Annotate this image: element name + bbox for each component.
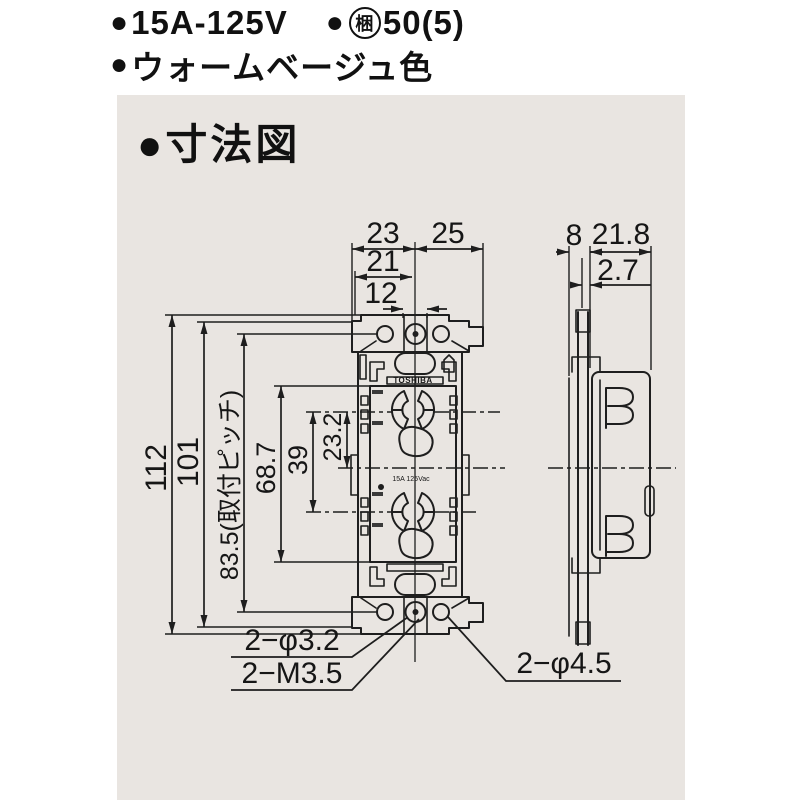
panel-title-text: 寸法図 (165, 121, 301, 168)
dim-2-7: 2.7 (597, 254, 639, 287)
side-view-dimensions: 8 21.8 2.7 (556, 218, 652, 376)
body-wing-left (350, 454, 359, 496)
dim-8: 8 (566, 219, 583, 252)
top-slot-left (359, 354, 367, 380)
dim-68-7: 68.7 (251, 442, 281, 495)
top-screw-slot (403, 315, 428, 353)
side-body-rear-tab (644, 485, 655, 517)
packing-circle-icon: 梱 (348, 7, 381, 39)
top-bracket-left (369, 361, 385, 382)
side-pedestal-bottom (571, 557, 601, 574)
bottom-screw-center (412, 609, 419, 615)
top-screw (404, 323, 427, 345)
dim-21: 21 (366, 245, 399, 278)
dim-23-2: 23.2 (319, 413, 347, 462)
side-strap (577, 311, 589, 646)
brand-text: TOSHIBA (393, 376, 432, 385)
dim-21-8: 21.8 (592, 218, 650, 251)
side-body (591, 371, 651, 559)
side-view (548, 309, 676, 646)
leader-phi45 (447, 616, 621, 682)
dim-112: 112 (140, 444, 173, 492)
body-wing-right (461, 454, 470, 496)
face-rating-text: 15A 125Vac (392, 476, 430, 483)
wire-clamp (605, 387, 634, 429)
label-m3-5: 2−M3.5 (242, 657, 343, 690)
front-view-dimensions: 23 25 21 12 112 101 83.5(取付ピッチ) 68.7 39 … (140, 217, 621, 691)
dim-23: 23 (366, 217, 399, 250)
bullet-icon: ● (325, 6, 345, 39)
side-strap-bottom-tab (575, 621, 591, 645)
color-name-text: ウォームベージュ色 (131, 49, 434, 86)
side-pedestal-top (571, 356, 601, 373)
top-ledge (386, 376, 444, 385)
bottom-bracket-left (369, 566, 385, 587)
rating-text: 15A-125V (131, 4, 288, 41)
dimension-drawing: TOSHIBA 15A 125Vac 23 2 (140, 217, 676, 691)
bottom-mounting-strap (351, 596, 484, 635)
twist-lock-outlet (372, 390, 435, 458)
spec-line-color: ●ウォームベージュ色 (110, 44, 465, 86)
top-mounting-strap (351, 314, 484, 353)
top-bracket-right (441, 361, 457, 382)
face-plate (369, 385, 457, 563)
label-phi4-5: 2−φ4.5 (516, 647, 611, 680)
bullet-icon: ● (137, 121, 166, 168)
top-screw-center (412, 331, 419, 337)
top-strap-hole-left (376, 325, 394, 343)
face-dot-mark (378, 484, 384, 490)
packing-quantity: 50(5) (382, 4, 465, 41)
leader-m35 (231, 618, 420, 691)
dim-83-5-pitch: 83.5(取付ピッチ) (216, 390, 244, 580)
bottom-ledge (386, 563, 444, 572)
label-phi3-2: 2−φ3.2 (244, 624, 339, 657)
bottom-strap-hole-left (376, 603, 394, 621)
top-keyhole (443, 354, 455, 373)
dim-25: 25 (431, 217, 464, 250)
bottom-strap-hole-right (432, 603, 450, 621)
face-mark (372, 390, 383, 394)
dim-101: 101 (172, 437, 205, 487)
top-strap-hole-right (432, 325, 450, 343)
bullet-icon: ● (110, 6, 130, 39)
bottom-oblong-opening (394, 573, 436, 596)
strap-diagonals (360, 340, 470, 609)
bottom-screw-slot (403, 596, 428, 634)
dimension-panel: ●寸法図 (117, 95, 685, 800)
body-outline (357, 351, 463, 598)
face-mark (372, 421, 383, 425)
dim-39: 39 (283, 445, 313, 475)
top-oblong-opening (394, 352, 436, 375)
dim-12: 12 (364, 277, 397, 310)
bottom-bracket-right (441, 566, 457, 587)
bullet-icon: ● (110, 48, 130, 81)
terminal-marks (360, 395, 458, 434)
panel-title: ●寸法図 (137, 111, 300, 172)
front-view: TOSHIBA 15A 125Vac (306, 242, 505, 662)
leader-phi32 (231, 616, 409, 658)
